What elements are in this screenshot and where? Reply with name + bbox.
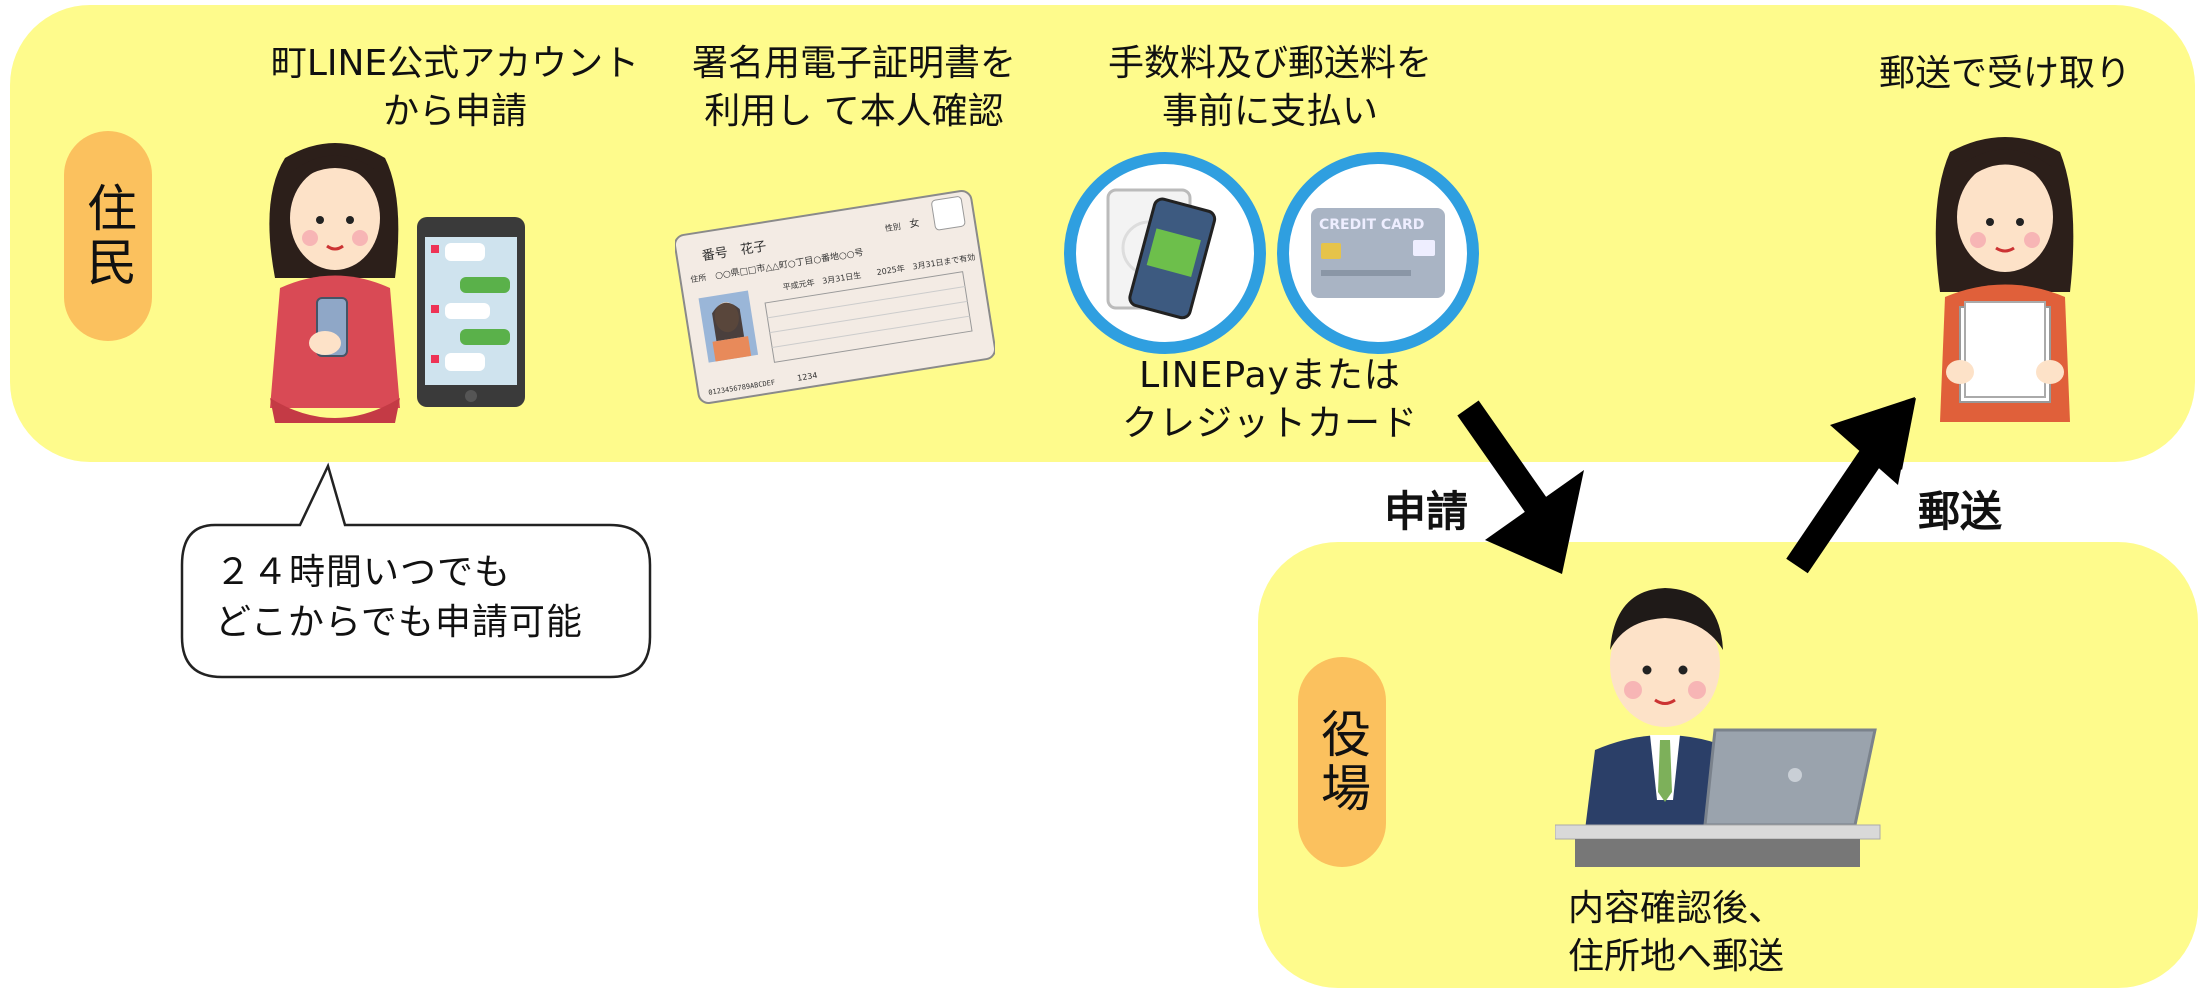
receive-step-caption: 郵送で受け取り: [1878, 53, 2131, 94]
phone-payment-icon: [1064, 152, 1266, 354]
resident-role-label: 住民: [79, 182, 137, 290]
apply-arrow-label: 申請: [1384, 487, 1469, 536]
resident-role-pill: 住民: [64, 131, 152, 341]
apply-step-caption: 町LINE公式アカウント から申請: [270, 43, 640, 132]
verify-step-caption: 署名用電子証明書を 利用し て本人確認: [691, 43, 1016, 132]
credit-card-icon: CREDIT CARD: [1277, 152, 1479, 354]
process-step-caption: 内容確認後、 住所地へ郵送: [1568, 888, 1785, 977]
woman-receiving-documents-icon: [1935, 137, 2074, 422]
office-role-pill: 役場: [1298, 657, 1386, 867]
mail-arrow-label: 郵送: [1918, 487, 2003, 536]
card-address-label: 住所: [690, 272, 707, 284]
woman-with-phone-icon: [269, 143, 400, 423]
credit-card-text: CREDIT CARD: [1319, 217, 1424, 233]
office-role-label: 役場: [1313, 708, 1371, 816]
mail-arrow: [1786, 397, 1916, 574]
pay-step-caption: 手数料及び郵送料を 事前に支払い: [1107, 43, 1432, 132]
payment-method-caption: LINEPayまたは クレジットカード: [1121, 355, 1418, 444]
mynumber-card-icon: 番号 花子 性別 女 住所 ○○県□□市△△町○丁目○番地○○号 平成元年 3月…: [675, 190, 995, 404]
office-clerk-laptop-icon: [1555, 588, 1881, 867]
card-sex-label: 性別: [884, 221, 901, 233]
card-pin: 1234: [797, 371, 819, 383]
apply-arrow: [1457, 400, 1584, 574]
card-sex: 女: [908, 216, 920, 230]
bubble-text: ２４時間いつでも どこからでも申請可能: [215, 552, 583, 643]
speech-bubble: [180, 462, 652, 679]
smartphone-chat-icon: [417, 217, 525, 407]
